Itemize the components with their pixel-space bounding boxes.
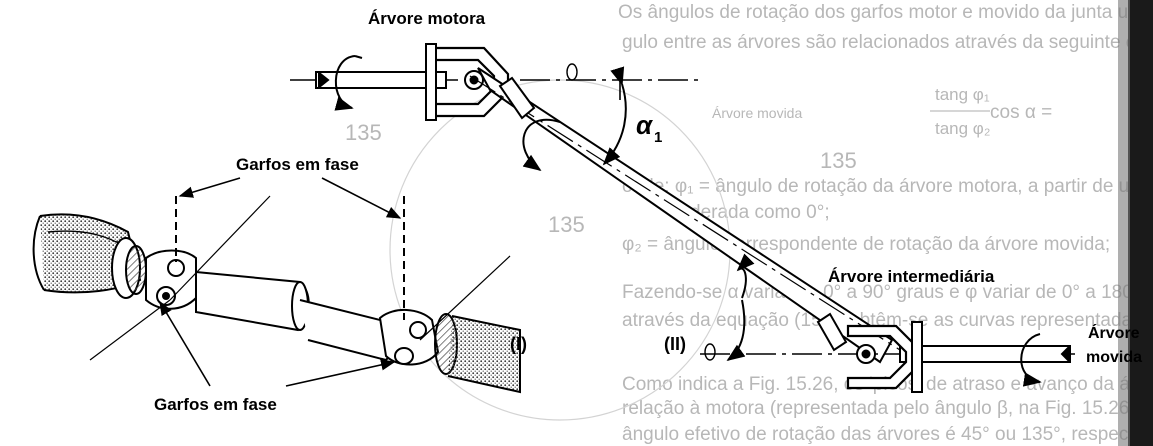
motor-rotation-tail [354,55,363,59]
motor-shaft-body [315,71,447,89]
motor-shaft-tip [317,71,330,89]
intermediate-sleeve-top [498,76,536,120]
driven-cross-center [861,349,871,359]
angle-alpha-arrow [602,66,627,166]
ghost-onde: onde: φ₁ = ângulo de rotação da árvore m… [622,176,1153,197]
label-intermediate-shaft: Árvore intermediária [828,267,995,286]
angle-lower-arrow [736,253,755,299]
construction-line-3 [419,255,511,341]
driven-shaft-tip [1060,345,1071,363]
ghost-formula-den: tang φ₂ [935,119,990,138]
leader-forks-bottom-right [285,359,396,387]
driven-rotation-arrow [1020,333,1042,387]
left-yoke-pin-center [162,292,170,300]
forks-in-phase-diagram [32,177,521,394]
motor-cross-center [469,75,479,85]
label-forks-bottom: Garfos em fase [154,395,277,414]
ghost-fazendo: Fazendo-se α variar de 0° a 90° graus e … [622,282,1153,303]
label-driven-shaft-2: movida [1086,349,1142,366]
left-tube-end [32,215,45,291]
label-angle-alpha: α [636,110,654,140]
motor-fork-flange [425,43,437,121]
middle-tube-inner [299,299,396,362]
page-binding-edge [1128,0,1153,446]
leader-forks-top-right [321,177,402,219]
ghost-phi2: φ₂ = ângulo correspondente de rotação da… [622,234,1110,255]
label-angle-subscript: 1 [654,129,662,146]
driven-fork-flange [911,321,923,393]
ghost-135-c: 135 [548,212,585,237]
ghost-atraves: através da equação (15.1) obtêm-se as cu… [622,310,1153,331]
motor-rotation-arrow [334,55,356,111]
show-through-text: Os ângulos de rotação dos garfos motor e… [345,2,1153,445]
diagram-labels: Árvore motora Árvore intermediária Árvor… [154,9,1142,414]
right-yoke-pin [409,321,427,339]
construction-line-1 [169,195,271,301]
left-yoke-pin [167,259,185,277]
ghost-line-1: Os ângulos de rotação dos garfos motor e… [618,2,1153,23]
driven-shaft-mark [704,343,716,361]
ghost-label-movida: Árvore movida [712,105,802,121]
leader-forks-top-left [178,177,241,198]
ghost-135-b: 135 [820,148,857,173]
driven-shaft-body [899,345,1071,363]
page-shadow [1118,0,1130,446]
ghost-relacao: relação à motora (representada pelo ângu… [622,398,1153,419]
label-driven-shaft-1: Árvore [1088,323,1140,342]
intermediate-shaft [469,67,901,364]
label-roman-one: (I) [510,334,527,354]
intermediate-sleeve-bottom [816,312,848,352]
label-motor-shaft: Árvore motora [368,9,486,28]
angle-lower-arrow-2 [726,299,746,362]
ghost-formula-lhs: cos α = [990,102,1052,123]
construction-line-2 [89,299,171,361]
intermediate-rotation-arrow [522,118,561,172]
label-forks-top: Garfos em fase [236,155,359,174]
ghost-135-a: 135 [345,120,382,145]
shaft-diagram [290,43,1075,393]
leader-forks-bottom-left [159,300,211,387]
right-yoke-pin-2 [394,347,414,365]
right-outer-tube [447,315,521,394]
left-flange-inner [125,245,147,295]
label-roman-two: (II) [664,334,686,354]
motor-shaft-mark [566,63,578,81]
ghost-line-2: gulo entre as árvores são relacionados a… [622,32,1153,53]
ghost-formula-num: tang φ₁ [935,85,990,104]
ghost-angulo: ângulo efetivo de rotação das árvores é … [622,424,1153,445]
